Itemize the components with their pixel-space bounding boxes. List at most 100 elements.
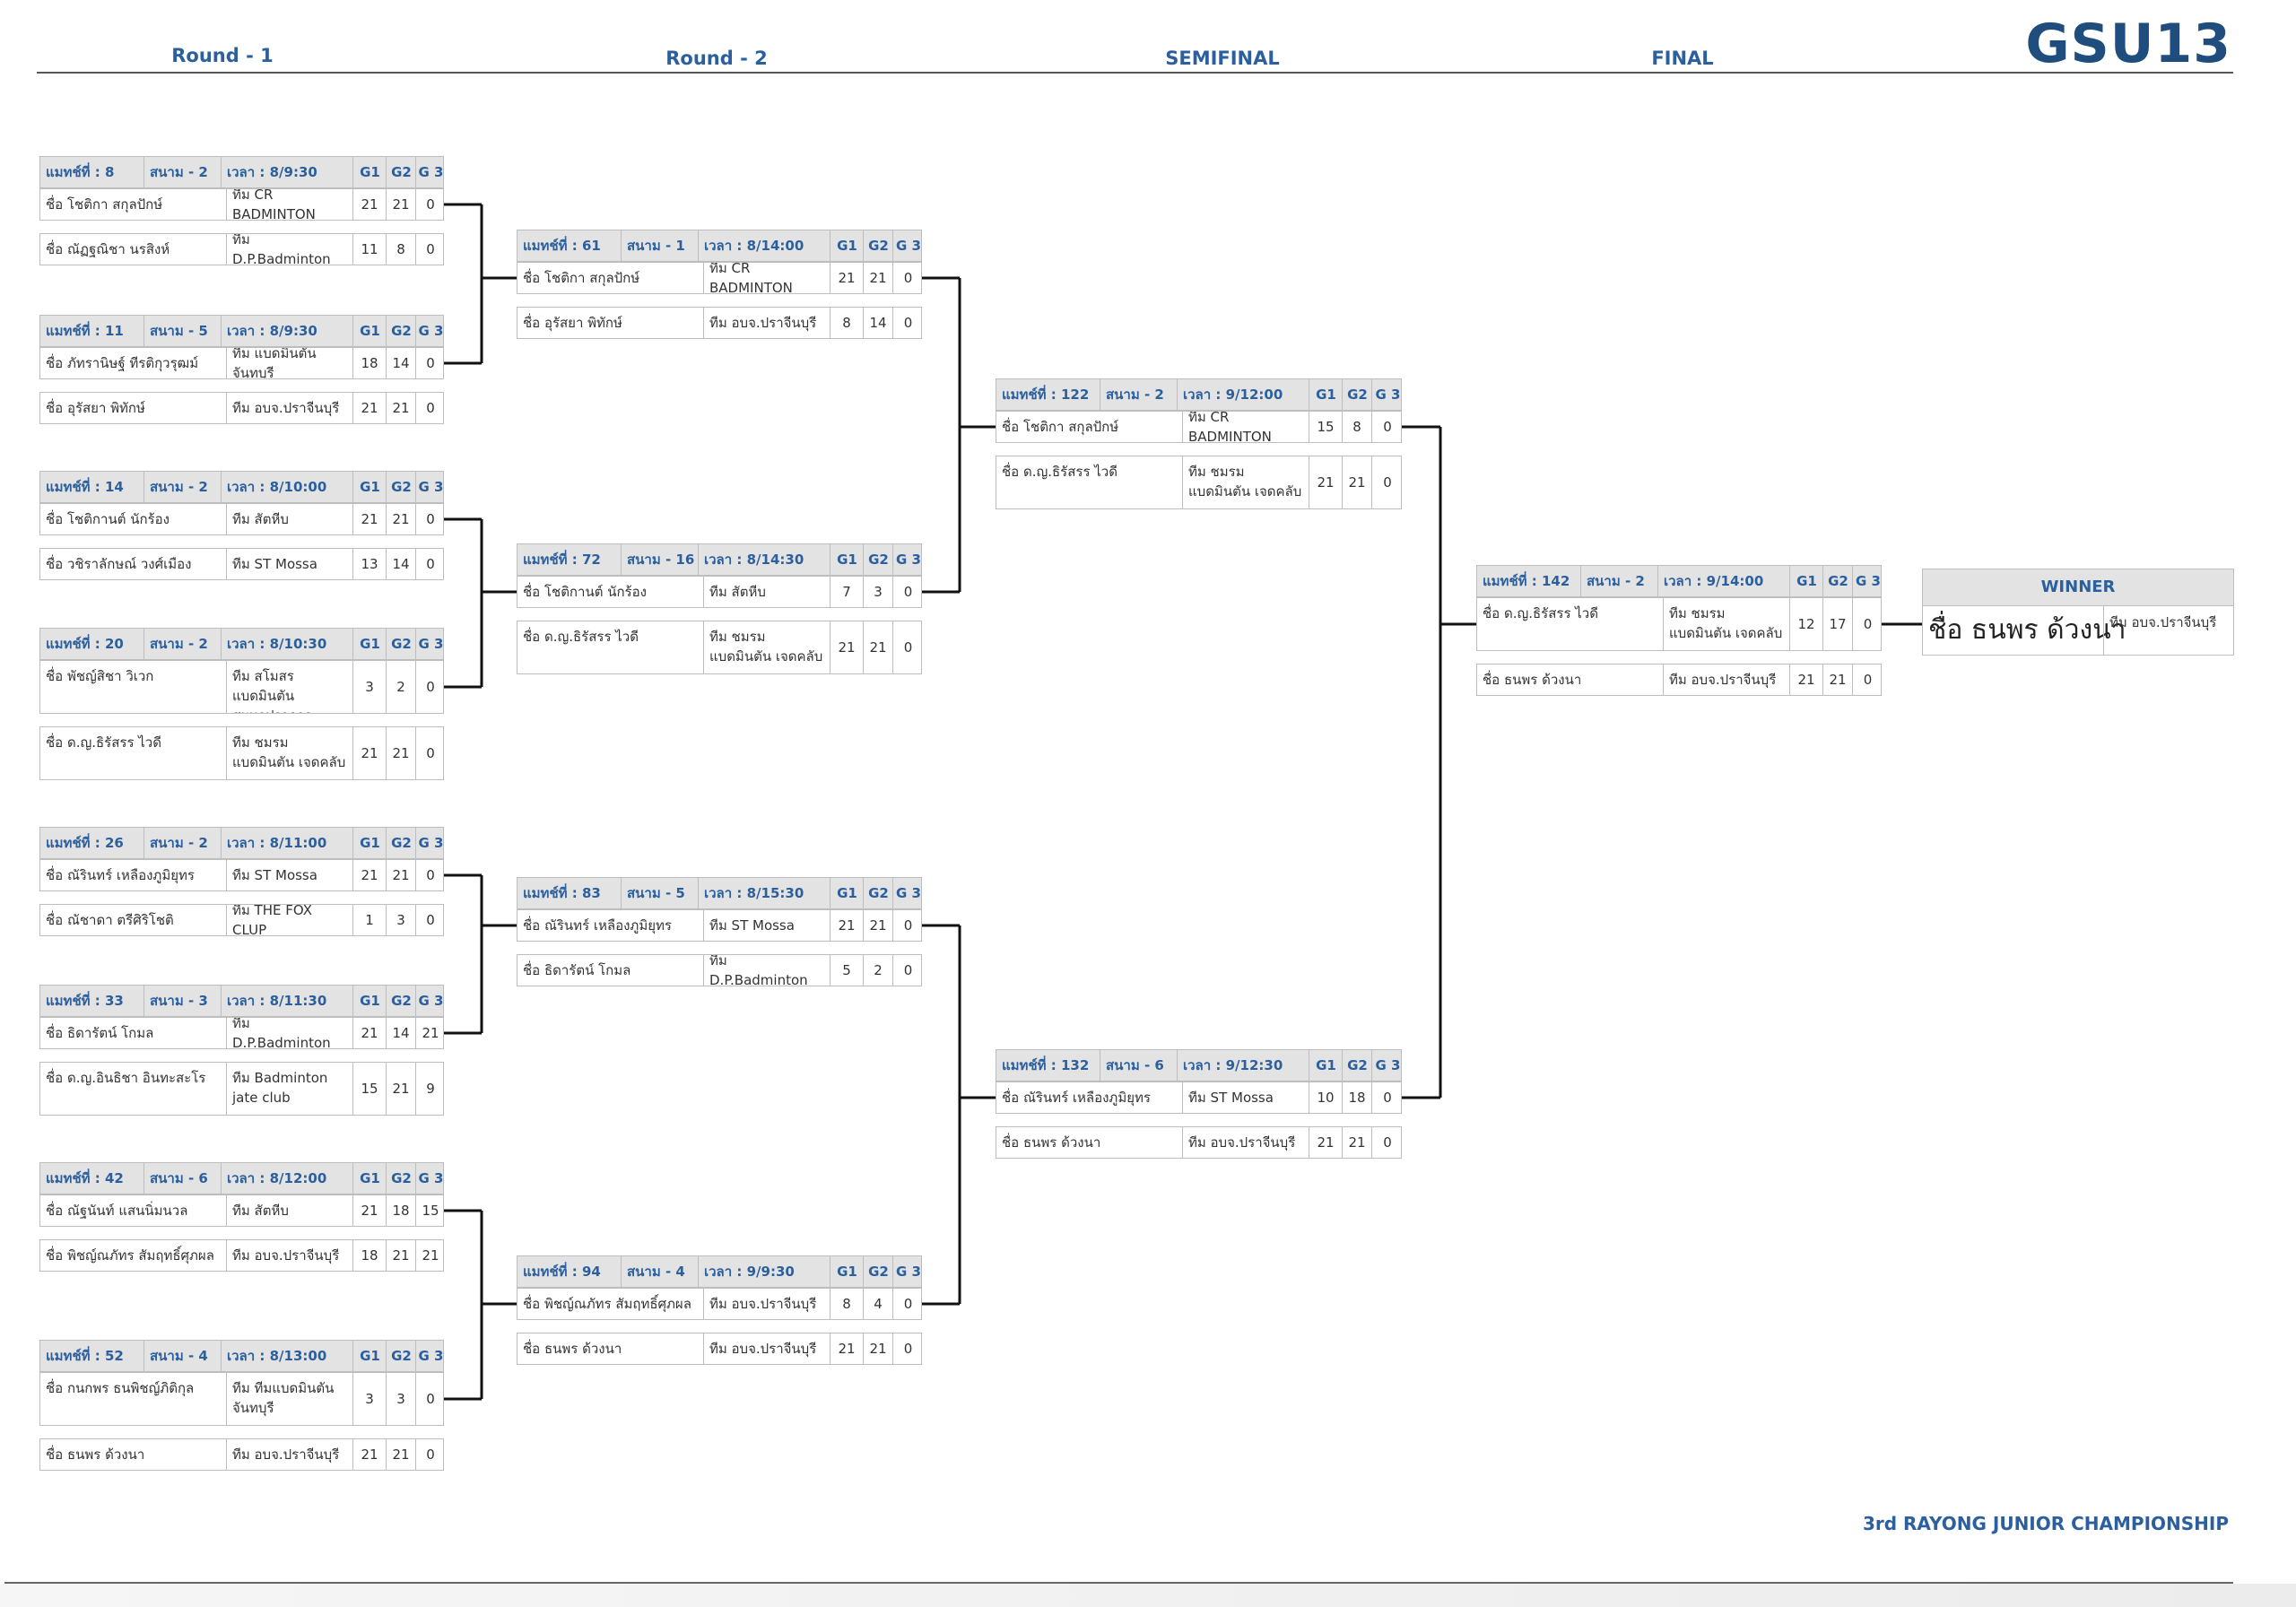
game-1-label: G1	[352, 986, 387, 1016]
game-1-label: G1	[352, 1163, 387, 1194]
player-row: ชื่อ พัชญ์สิชา วิเวก ทีม สโมสรแบดมินตัน ส…	[39, 660, 444, 714]
player-name: ชื่อ ด.ญ.ธิรัสรร ไวดี	[523, 629, 639, 645]
player-name: ชื่อ ธนพร ด้วงนา	[1002, 1134, 1101, 1151]
game-2-label: G2	[386, 629, 416, 659]
game-1-score: 12	[1789, 598, 1822, 650]
game-1-score: 13	[352, 549, 386, 579]
game-3-label: G 3	[1371, 1050, 1404, 1081]
game-1-score: 18	[352, 348, 386, 378]
game-3-label: G 3	[892, 544, 924, 575]
player-row: ชื่อ พิชญ์ณภัทร สัมฤทธิ์ศุภผลทีม อบจ.ปรา…	[517, 1288, 922, 1320]
match-time: เวลา : 8/9:30	[221, 157, 317, 187]
player-row: ชื่อ อุรัสยา พิทักษ์ทีม อบจ.ปราจีนบุรี21…	[39, 392, 444, 424]
player-row: ชื่อ พิชญ์ณภัทร สัมฤทธิ์ศุภผลทีม อบจ.ปรา…	[39, 1239, 444, 1272]
round-1-title: Round - 1	[171, 45, 274, 66]
game-1-score: 3	[352, 1373, 386, 1425]
player-row: ชื่อ กนกพร ธนพิชญ์ภิติกุลทีม ทีมแบดมินตั…	[39, 1372, 444, 1426]
game-1-score: 11	[352, 234, 386, 265]
player-row: ชื่อ ณัรินทร์ เหลืองภูมิยุทรทีม ST Mossa…	[996, 1081, 1402, 1114]
player-team: ทีม แบดมินตันจันทบุรี	[226, 348, 352, 378]
match-court: สนาม - 3	[144, 986, 208, 1016]
player-name: ชื่อ ด.ญ.ธิรัสรร ไวดี	[1002, 464, 1118, 480]
game-1-score: 15	[1309, 412, 1342, 442]
game-2-score: 2	[863, 955, 892, 986]
game-3-score: 0	[892, 955, 923, 986]
match-court: สนาม - 2	[1580, 566, 1645, 596]
game-2-label: G2	[863, 878, 893, 908]
game-1-score: 21	[352, 189, 386, 220]
match-time: เวลา : 8/13:00	[221, 1341, 326, 1371]
game-3-score: 0	[415, 549, 445, 579]
match-match: แมทช์ที่ : 132	[1002, 1057, 1090, 1073]
game-2-score: 14	[863, 308, 892, 338]
game-1-score: 21	[352, 1439, 386, 1470]
game-1-score: 21	[352, 860, 386, 890]
game-2-label: G2	[1822, 566, 1853, 596]
player-team: ทีม สโมสรแบดมินตัน สมุทรปราการ	[226, 661, 352, 713]
round-2-title: Round - 2	[665, 48, 768, 69]
game-1-label: G1	[352, 472, 387, 502]
game-3-score: 0	[892, 621, 923, 673]
match-match: แมทช์ที่ : 52	[46, 1348, 124, 1364]
game-2-score: 21	[863, 263, 892, 293]
player-team: ทีม ST Mossa	[226, 860, 352, 890]
game-2-label: G2	[386, 1341, 416, 1371]
winner-name: ชื่อ ธนพร ด้วงนา	[1928, 614, 2126, 646]
player-team: ทีม สัตหีบ	[703, 577, 830, 607]
game-3-score: 0	[415, 348, 445, 378]
game-2-score: 21	[386, 1240, 415, 1271]
player-name: ชื่อ ด.ญ.ธิรัสรร ไวดี	[1483, 605, 1598, 621]
game-1-score: 5	[830, 955, 863, 986]
player-name: ชื่อ ธิดารัตน์ โกมล	[46, 1025, 154, 1041]
game-3-score: 0	[1371, 1082, 1403, 1113]
player-name: ชื่อ กนกพร ธนพิชญ์ภิติกุล	[46, 1380, 195, 1396]
match-match: แมทช์ที่ : 42	[46, 1170, 124, 1186]
match-court: สนาม - 2	[144, 472, 208, 502]
match-court: สนาม - 6	[1100, 1050, 1164, 1081]
game-2-score: 21	[863, 1333, 892, 1364]
player-team: ทีม อบจ.ปราจีนบุรี	[1663, 665, 1789, 695]
match-match: แมทช์ที่ : 122	[1002, 387, 1090, 403]
player-team: ทีม THE FOX CLUP	[226, 905, 352, 935]
player-team: ทีม Badminton jate club	[226, 1063, 352, 1115]
match-match: แมทช์ที่ : 83	[523, 885, 601, 901]
player-name: ชื่อ พิชญ์ณภัทร สัมฤทธิ์ศุภผล	[46, 1247, 214, 1264]
game-1-label: G1	[830, 230, 864, 261]
game-1-score: 1	[352, 905, 386, 935]
player-name: ชื่อ พัชญ์สิชา วิเวก	[46, 668, 154, 684]
game-2-label: G2	[1342, 379, 1372, 410]
player-team: ทีม ST Mossa	[226, 549, 352, 579]
game-2-label: G2	[863, 230, 893, 261]
game-1-label: G1	[352, 316, 387, 346]
event-footer: 3rd RAYONG JUNIOR CHAMPIONSHIP	[1862, 1513, 2229, 1534]
player-team: ทีม อบจ.ปราจีนบุรี	[703, 1289, 830, 1319]
player-name: ชื่อ วชิราลักษณ์ วงศ์เมือง	[46, 556, 192, 572]
player-name: ชื่อ อุรัสยา พิทักษ์	[523, 315, 622, 331]
game-1-score: 21	[352, 727, 386, 779]
match-court: สนาม - 2	[1100, 379, 1164, 410]
player-team: ทีม ST Mossa	[703, 910, 830, 941]
game-2-score: 21	[386, 1063, 415, 1115]
game-1-score: 3	[352, 661, 386, 713]
game-2-score: 3	[386, 905, 415, 935]
game-3-score: 15	[415, 1195, 445, 1226]
player-row: ชื่อ ณัรินทร์ เหลืองภูมิยุทรทีม ST Mossa…	[39, 859, 444, 891]
game-3-score: 0	[1371, 1127, 1403, 1158]
game-2-score: 8	[1342, 412, 1371, 442]
game-3-score: 0	[892, 1289, 923, 1319]
player-team: ทีม อบจ.ปราจีนบุรี	[1182, 1127, 1309, 1158]
game-1-score: 21	[352, 1195, 386, 1226]
